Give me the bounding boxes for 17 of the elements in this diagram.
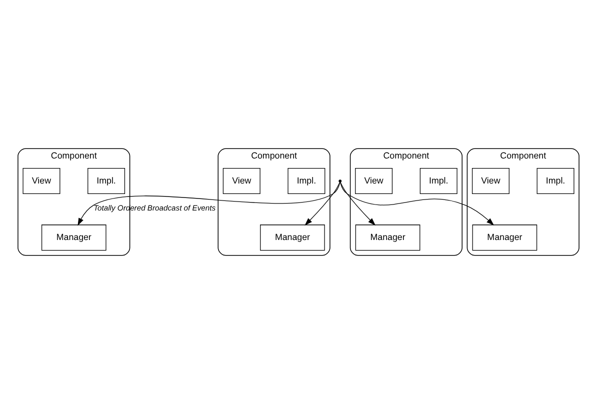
node-box: Impl.: [288, 168, 326, 194]
node-box: Impl.: [420, 168, 458, 194]
arrow: [78, 181, 340, 226]
node-box: View: [22, 168, 60, 194]
node-box: View: [355, 168, 393, 194]
node-point: [338, 179, 342, 182]
arrow: [340, 182, 376, 225]
node-box: Impl.: [536, 168, 574, 194]
node-box: View: [222, 168, 260, 194]
arrow: [304, 182, 340, 225]
node-box: Manager: [355, 224, 420, 250]
node-box: Impl.: [88, 168, 126, 194]
node-box: Manager: [472, 224, 538, 250]
arrow: [340, 181, 494, 225]
node-box: View: [472, 168, 510, 194]
node-box: Manager: [260, 224, 325, 250]
node-box: Manager: [41, 224, 106, 250]
